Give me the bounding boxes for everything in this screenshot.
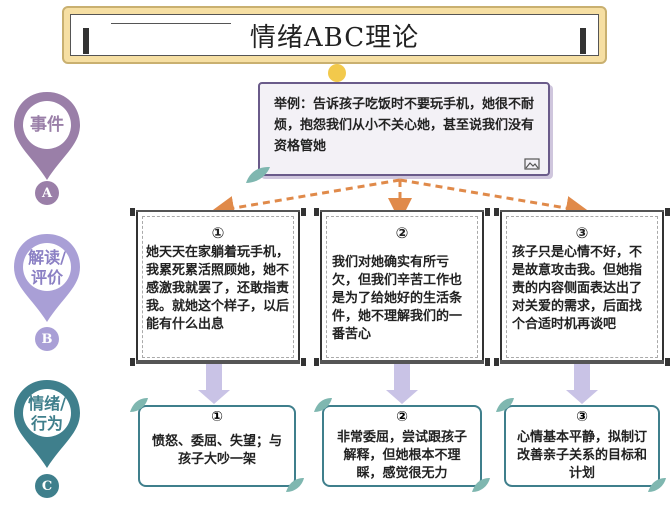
outcome-number-3: ③: [576, 409, 588, 425]
scroll-frame: [142, 216, 294, 358]
letter-badge-a: A: [35, 181, 59, 205]
outcome-box-3: ③ 心情基本平静，拟制订改善亲子关系的目标和计划: [504, 405, 660, 487]
scroll-rod-bottom-1: [130, 358, 306, 366]
title-line-bottom: [451, 55, 571, 56]
title-frame: 情绪ABC理论: [70, 14, 599, 56]
reading-number-1: ①: [211, 224, 225, 242]
image-icon: [524, 158, 540, 170]
leaf-decoration: [472, 478, 490, 492]
outcome-text-1: 愤怒、委屈、失望；与孩子大吵一架: [151, 434, 282, 467]
pin-marker-b: [14, 234, 80, 322]
letter-badge-b: B: [35, 327, 59, 351]
leaf-decoration: [496, 398, 514, 412]
outcome-text-3: 心情基本平静，拟制订改善亲子关系的目标和计划: [516, 430, 647, 481]
scroll-rod-bottom-2: [314, 358, 490, 366]
title-bar-right: [580, 28, 586, 54]
example-box: 举例：告诉孩子吃饭时不要玩手机，她很不耐烦，抱怨我们从小不关心她，甚至说我们没有…: [258, 82, 550, 176]
reading-scroll-1: ① 她天天在家躺着玩手机，我累死累活照顾她，她不感激我就罢了，还敢指责我。就她这…: [136, 212, 300, 362]
letter-badge-c: C: [35, 474, 59, 498]
title-banner: 情绪ABC理论: [62, 6, 607, 64]
outcome-number-2: ②: [396, 409, 408, 425]
leaf-decoration: [314, 398, 332, 412]
pin-label-c: 情绪/行为: [28, 394, 66, 433]
reading-text-1: 她天天在家躺着玩手机，我累死累活照顾她，她不感激我就罢了，还敢指责我。就她这个样…: [146, 245, 290, 332]
title-dot: [328, 64, 346, 82]
reading-number-2: ②: [395, 224, 409, 242]
reading-text-2: 我们对她确实有所亏欠，但我们辛苦工作也是为了给她好的生活条件，她不理解我们的一番…: [332, 255, 463, 342]
leaf-decoration: [648, 478, 666, 492]
scroll-frame: [506, 216, 658, 358]
outcome-box-2: ② 非常委屈，尝试跟孩子解释，但她根本不理睬，感觉很无力: [322, 405, 482, 487]
outcome-box-1: ① 愤怒、委屈、失望；与孩子大吵一架: [138, 405, 296, 487]
page-title: 情绪ABC理论: [249, 22, 420, 53]
leaf-decoration: [286, 478, 304, 492]
reading-scroll-2: ② 我们对她确实有所亏欠，但我们辛苦工作也是为了给她好的生活条件，她不理解我们的…: [320, 212, 484, 362]
outcome-number-1: ①: [211, 409, 223, 425]
reading-text-3: 孩子只是心情不好，不是故意攻击我。但她指责的内容侧面表达出了对关爱的需求，后面找…: [512, 245, 643, 332]
example-text: 举例：告诉孩子吃饭时不要玩手机，她很不耐烦，抱怨我们从小不关心她，甚至说我们没有…: [274, 97, 535, 154]
leaf-decoration: [246, 167, 270, 183]
title-bar-left: [83, 28, 89, 54]
pin-label-a: 事件: [30, 115, 64, 135]
leaf-decoration: [130, 398, 148, 412]
reading-scroll-3: ③ 孩子只是心情不好，不是故意攻击我。但她指责的内容侧面表达出了对关爱的需求，后…: [500, 212, 664, 362]
pin-marker-c: [14, 380, 80, 468]
outcome-text-2: 非常委屈，尝试跟孩子解释，但她根本不理睬，感觉很无力: [336, 430, 467, 481]
scroll-rod-bottom-3: [494, 358, 670, 366]
title-line-top: [111, 23, 231, 24]
pin-label-b: 解读/评价: [28, 248, 66, 287]
pin-marker-a: [14, 92, 80, 180]
scroll-frame: [326, 216, 478, 358]
reading-number-3: ③: [575, 224, 589, 242]
